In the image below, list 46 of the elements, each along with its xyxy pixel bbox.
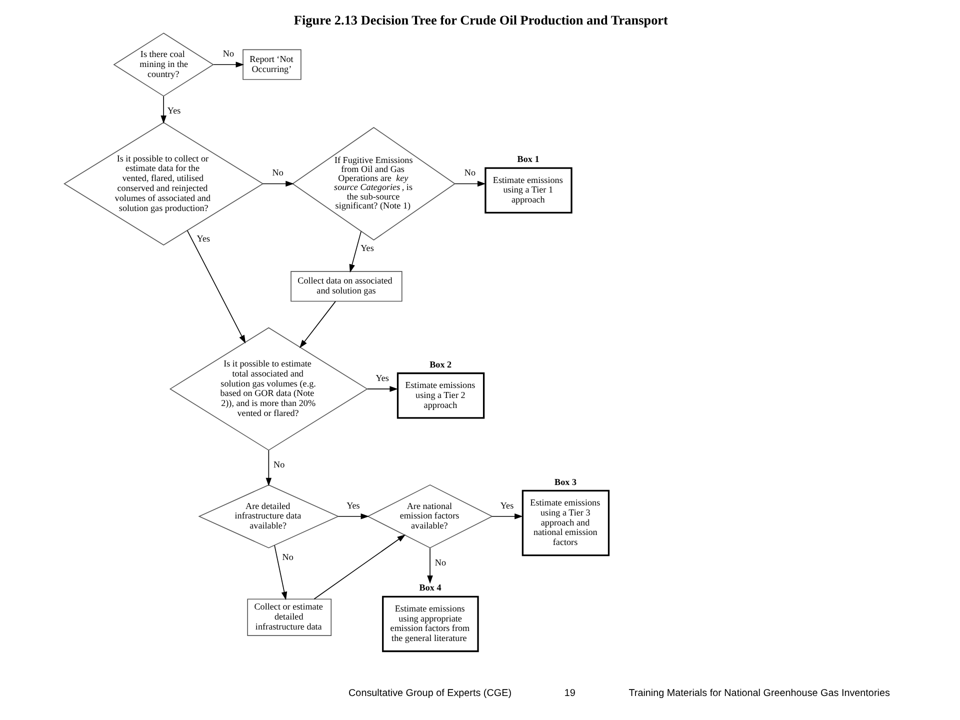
edge-label: Yes xyxy=(196,233,210,244)
node-diamond: Is there coal mining in the country? xyxy=(112,32,214,97)
arrow xyxy=(299,301,336,348)
arrow xyxy=(160,96,166,124)
arrow xyxy=(186,230,246,344)
edge-label: No xyxy=(222,48,234,58)
arrow xyxy=(265,450,272,486)
node-box: Collect or estimate detailed infrastructure data xyxy=(246,598,332,636)
node-box: Collect data on associated and solution gas xyxy=(290,271,402,302)
node-label: Box 2 xyxy=(429,359,452,370)
node-label: Box 3 xyxy=(554,476,576,487)
diagram-title: Figure 2.13 Decision Tree for Crude Oil Production and Transport xyxy=(293,12,668,28)
arrow xyxy=(454,180,486,187)
arrow xyxy=(212,62,244,68)
label: Consultative Group of Experts (CGE) xyxy=(348,688,512,700)
edge-label: Yes xyxy=(360,242,374,253)
node-label: Box 1 xyxy=(516,154,539,164)
node-box: Report ‘Not Occurring’ xyxy=(242,49,301,80)
arrow xyxy=(426,548,432,584)
node-diamond: If Fugitive Emissions from Oil and Gas Operations are key source Categories, is the sub-source significant? (Note 1) xyxy=(291,127,456,241)
node-diamond: Is it possible to estimate total associated and solution gas volumes (e.g. based on GOR data (Note 2)), and is more than 20% vented or flared? xyxy=(168,327,368,451)
edge-label: Yes xyxy=(375,372,388,383)
arrow xyxy=(348,231,361,273)
node-label: Box 4 xyxy=(418,582,441,593)
arrow xyxy=(262,180,294,187)
label: Training Materials for National Greenhouse Gas Inventories xyxy=(628,688,890,700)
edge-label: No xyxy=(282,552,293,562)
node-diamond: Are detailed infrastructure data available? xyxy=(198,484,339,548)
edge-label: Yes xyxy=(346,500,360,510)
label: 19 xyxy=(564,688,575,700)
arrow xyxy=(313,534,406,600)
edge-label: No xyxy=(434,557,446,568)
node-box: Estimate emissions using a Tier 2 approach xyxy=(396,372,484,419)
edge-label: Yes xyxy=(500,500,514,510)
edge-label: Yes xyxy=(166,106,180,116)
arrow xyxy=(274,544,287,600)
arrow xyxy=(337,513,369,520)
arrow xyxy=(366,386,398,392)
node-box: Estimate emissions using a Tier 1 approach xyxy=(484,167,572,214)
edge-label: No xyxy=(464,168,476,178)
arrow xyxy=(491,513,522,520)
node-box: Estimate emissions using appropriate emission factors from the general literature xyxy=(382,596,478,652)
edge-label: No xyxy=(273,460,284,470)
node-diamond: Are national emission factors available? xyxy=(366,484,492,548)
edge-label: No xyxy=(272,168,283,178)
node-box: Estimate emissions using a Tier 3 approach and national emission factors xyxy=(521,490,610,556)
